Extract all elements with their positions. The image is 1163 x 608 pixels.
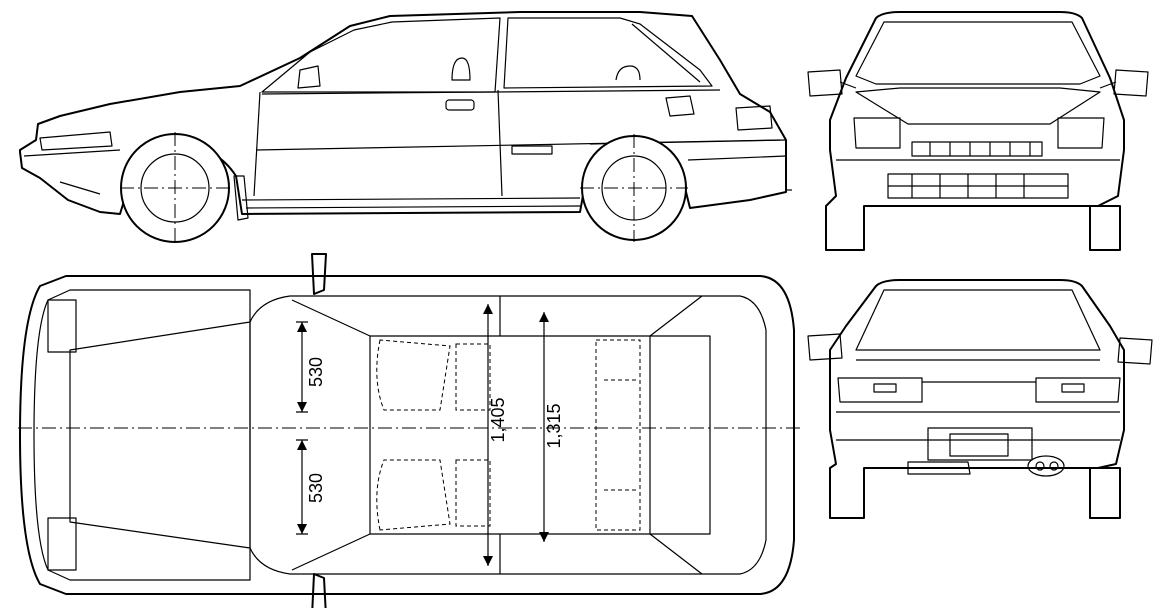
side-view (19, 11, 792, 244)
dim-seat-rear: 530 (306, 473, 326, 503)
dim-seat-front: 530 (306, 357, 326, 387)
dim-track-rear: 1,315 (544, 403, 564, 448)
dim-track-front: 1,405 (488, 397, 508, 442)
front-view (807, 11, 1149, 251)
rear-view (807, 279, 1153, 519)
top-view: 530 530 1,405 1,315 (18, 253, 800, 608)
